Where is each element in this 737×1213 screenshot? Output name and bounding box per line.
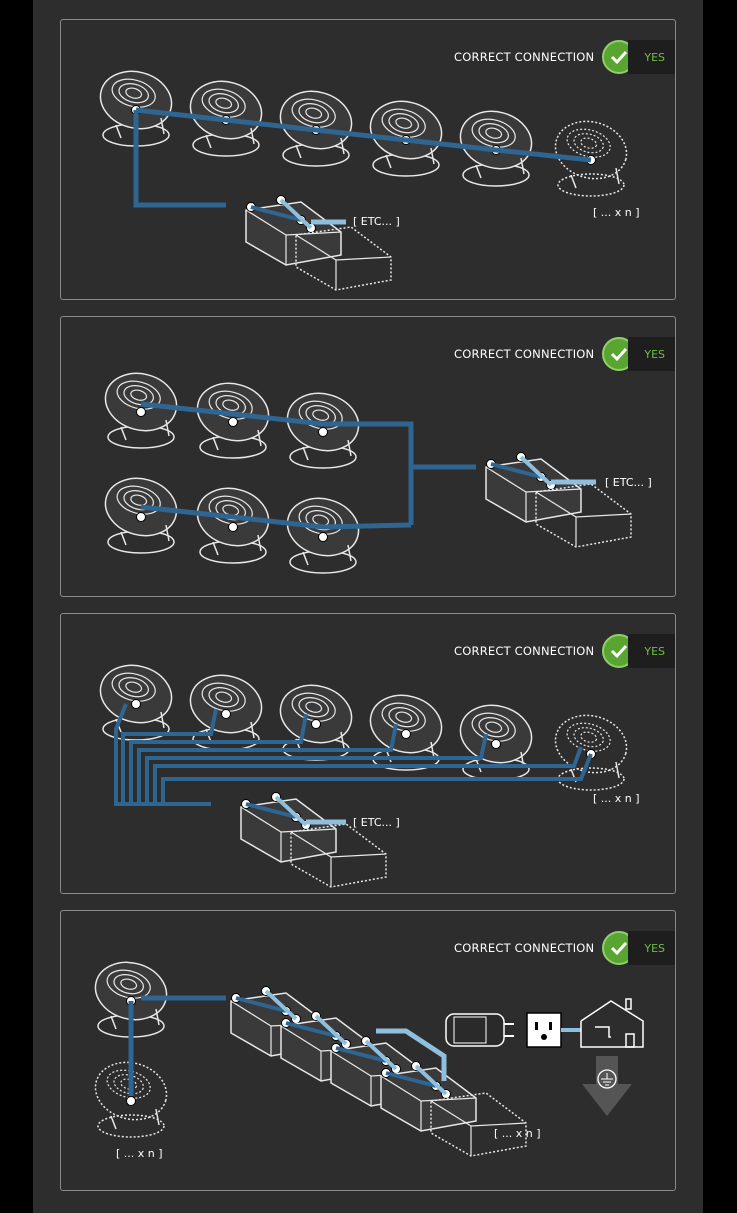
etc-label: [ ETC... ] xyxy=(605,476,652,489)
additional-speaker-icon xyxy=(94,1061,168,1138)
hub-icon xyxy=(245,195,342,266)
home-run-cables xyxy=(114,703,593,806)
speaker-icon xyxy=(99,664,173,741)
etc-label: [ ETC... ] xyxy=(353,816,400,829)
connector-icon xyxy=(131,699,141,709)
badge-value: YES xyxy=(628,40,675,74)
connector-icon xyxy=(491,739,501,749)
badge-label: CORRECT CONNECTION xyxy=(454,50,595,64)
badge-value: YES xyxy=(628,634,675,668)
correct-connection-badge: CORRECT CONNECTION YES xyxy=(454,634,675,668)
power-outlet-icon xyxy=(526,1012,562,1048)
additional-hub-icon xyxy=(535,483,632,548)
diagram-panel-3: [ ETC... ] [ ... x n ] CORRECT CONNECTIO… xyxy=(60,613,676,894)
badge-value: YES xyxy=(628,931,675,965)
additional-hub-icon xyxy=(430,1092,527,1157)
xn-label: [ ... x n ] xyxy=(593,206,640,219)
connector-icon xyxy=(126,1096,136,1106)
speaker-icon xyxy=(286,392,360,469)
power-cable xyxy=(376,1028,447,1081)
connector-icon xyxy=(136,407,146,417)
correct-connection-badge: CORRECT CONNECTION YES xyxy=(454,931,675,965)
connector-icon xyxy=(318,427,328,437)
speaker-icon xyxy=(459,704,533,781)
xn-label: [ ... x n ] xyxy=(593,792,640,805)
diagram-panel-1: [ ETC... ] [ ... x n ] CORRECT CONNECTIO… xyxy=(60,19,676,300)
data-cable-to-hub xyxy=(133,110,226,208)
parallel-groups-diagram: [ ETC... ] xyxy=(104,372,652,574)
badge-label: CORRECT CONNECTION xyxy=(454,644,595,658)
badge-label: CORRECT CONNECTION xyxy=(454,941,595,955)
speaker-icon xyxy=(279,684,353,761)
badge-value: YES xyxy=(628,337,675,371)
daisy-chain-diagram: [ ETC... ] [ ... x n ] xyxy=(99,70,640,291)
diagram-panel-2: [ ETC... ] CORRECT CONNECTION YES xyxy=(60,316,676,597)
house-icon xyxy=(580,998,644,1048)
connector-icon xyxy=(401,729,411,739)
etc-label: [ ETC... ] xyxy=(353,215,400,228)
xn-label-speakers: [ ... x n ] xyxy=(116,1147,163,1160)
connector-icon xyxy=(318,532,328,542)
correct-connection-badge: CORRECT CONNECTION YES xyxy=(454,337,675,371)
xn-label-hubs: [ ... x n ] xyxy=(494,1127,541,1140)
home-run-diagram: [ ETC... ] [ ... x n ] xyxy=(99,664,640,888)
correct-connection-badge: CORRECT CONNECTION YES xyxy=(454,40,675,74)
badge-label: CORRECT CONNECTION xyxy=(454,347,595,361)
power-chain-diagram: [ ... x n ] [ ... x n ] xyxy=(94,961,644,1160)
connector-icon xyxy=(228,522,238,532)
data-cable-top xyxy=(140,401,414,525)
power-plug-icon xyxy=(445,1013,514,1047)
diagram-panel-4: [ ... x n ] [ ... x n ] CORRECT CONNECTI… xyxy=(60,910,676,1191)
ground-arrow-icon xyxy=(582,1056,632,1116)
connector-icon xyxy=(311,719,321,729)
additional-hub-icon xyxy=(290,823,387,888)
page: [ ETC... ] [ ... x n ] CORRECT CONNECTIO… xyxy=(33,0,703,1213)
additional-hub-icon xyxy=(295,226,392,291)
data-cable-bottom xyxy=(140,504,412,530)
speaker-group xyxy=(99,70,628,197)
hub-icon xyxy=(240,792,337,863)
connector-icon xyxy=(228,417,238,427)
connector-icon xyxy=(221,709,231,719)
speaker-icon xyxy=(94,961,168,1038)
data-cable xyxy=(135,107,592,163)
speaker-icon xyxy=(189,674,263,751)
speaker-icon xyxy=(286,497,360,574)
hub-icon xyxy=(380,1061,477,1132)
speaker-icon xyxy=(104,372,178,449)
connector-icon xyxy=(136,512,146,522)
